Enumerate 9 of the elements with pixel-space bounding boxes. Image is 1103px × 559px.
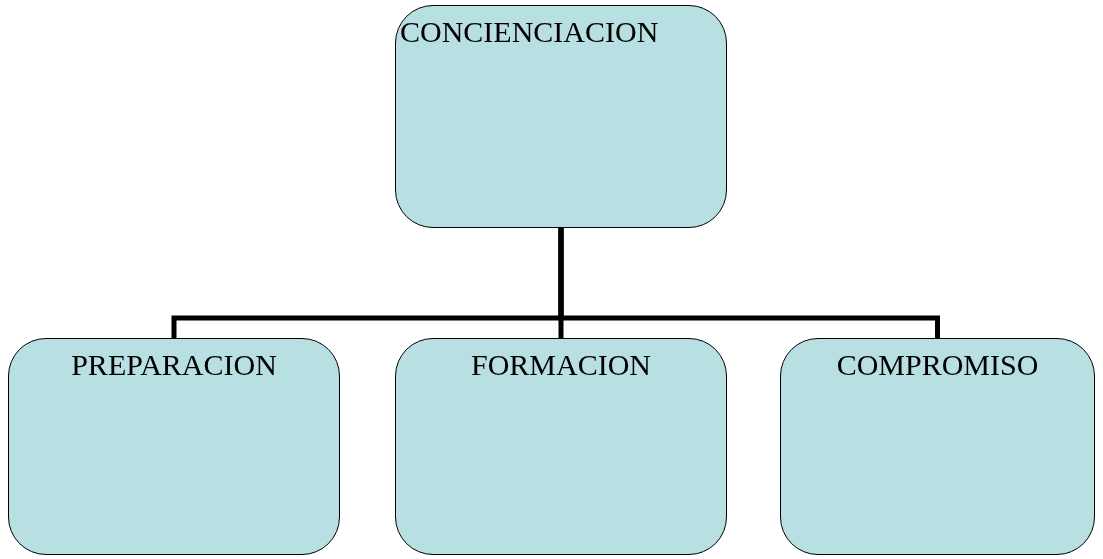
rounded-box <box>395 5 727 228</box>
rounded-box <box>395 338 727 555</box>
box-label: PREPARACION <box>70 347 278 383</box>
rounded-box <box>780 338 1095 555</box>
box-label: CONCIENCIACION <box>400 14 660 50</box>
box-label: FORMACION <box>470 347 652 383</box>
rounded-box <box>8 338 340 555</box>
box-label: COMPROMISO <box>835 347 1040 383</box>
connector-line <box>558 228 940 338</box>
